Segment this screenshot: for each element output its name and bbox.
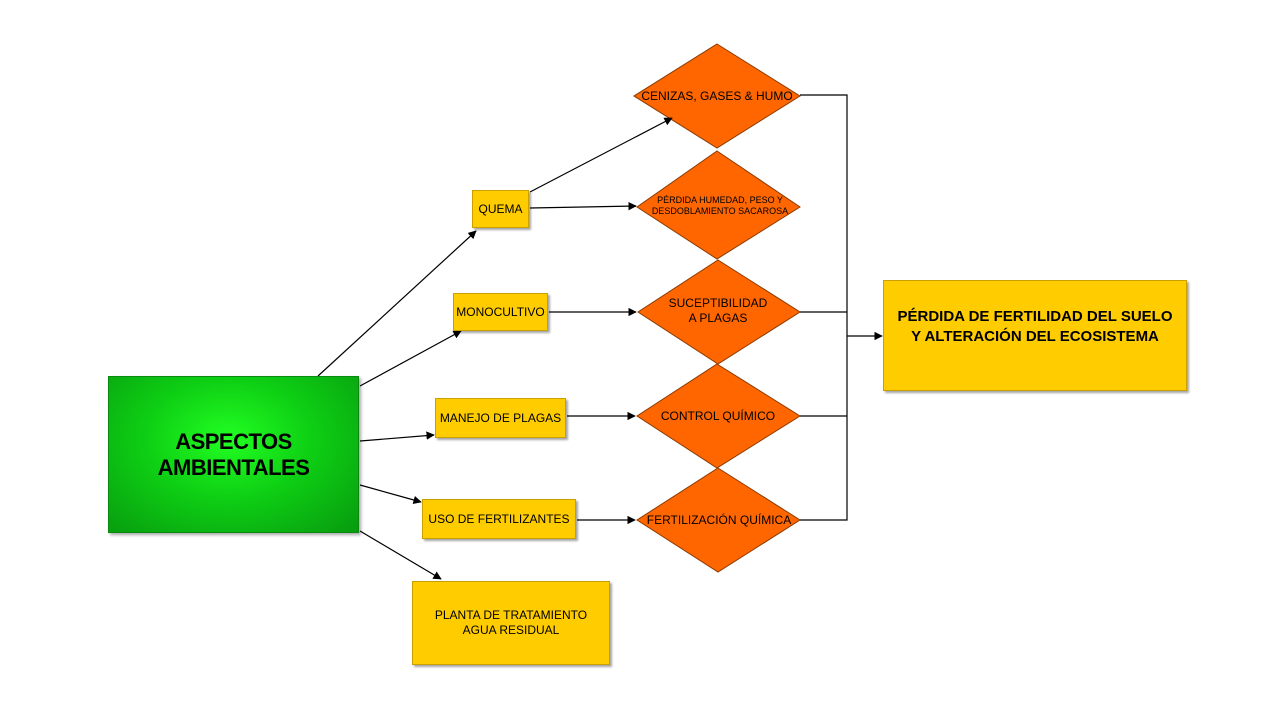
quema-node: QUEMA	[472, 190, 529, 228]
arrow-quema-perdida	[529, 201, 637, 211]
aspectos-ambientales-node: ASPECTOS AMBIENTALES	[108, 376, 359, 533]
diamond-fertilizacion-quimica	[636, 467, 801, 573]
arrow-root-fertilizantes	[359, 484, 422, 505]
fertilizacion-quimica-label: FERTILIZACIÓN QUÍMICA	[646, 512, 792, 527]
uso-fertilizantes-node: USO DE FERTILIZANTES	[422, 499, 576, 539]
manejo-plagas-label: MANEJO DE PLAGAS	[439, 410, 562, 425]
control-quimico-label: CONTROL QUÍMICO	[660, 408, 776, 423]
line-cenizas-collector	[800, 94, 848, 521]
planta-tratamiento-label: PLANTA DE TRATAMIENTO AGUA RESIDUAL	[434, 608, 588, 637]
arrow-root-quema	[317, 230, 477, 377]
perdida-fertilidad-node: PÉRDIDA DE FERTILIDAD DEL SUELO Y ALTERA…	[883, 280, 1187, 391]
diamond-control-quimico	[636, 363, 801, 469]
diamond-cenizas	[633, 43, 801, 149]
arrow-root-planta	[359, 530, 442, 580]
diamond-perdida-humedad	[636, 150, 801, 260]
cenizas-label: CENIZAS, GASES & HUMO	[641, 88, 793, 103]
diamond-suceptibilidad	[637, 259, 801, 365]
aspectos-ambientales-label: ASPECTOS AMBIENTALES	[157, 428, 310, 480]
arrow-root-manejo	[359, 431, 435, 442]
perdida-humedad-label: PÉRDIDA HUMEDAD, PESO Y DESDOBLAMIENTO S…	[651, 195, 789, 216]
quema-label: QUEMA	[478, 201, 523, 216]
planta-tratamiento-node: PLANTA DE TRATAMIENTO AGUA RESIDUAL	[412, 581, 610, 665]
uso-fertilizantes-label: USO DE FERTILIZANTES	[428, 511, 570, 526]
perdida-fertilidad-label: PÉRDIDA DE FERTILIDAD DEL SUELO Y ALTERA…	[897, 307, 1173, 345]
manejo-plagas-node: MANEJO DE PLAGAS	[435, 398, 566, 438]
suceptibilidad-label: SUCEPTIBILIDAD A PLAGAS	[668, 296, 768, 325]
arrow-root-monocultivo	[359, 330, 462, 387]
monocultivo-label: MONOCULTIVO	[456, 304, 545, 319]
monocultivo-node: MONOCULTIVO	[453, 293, 548, 331]
arrow-quema-cenizas	[529, 117, 673, 193]
